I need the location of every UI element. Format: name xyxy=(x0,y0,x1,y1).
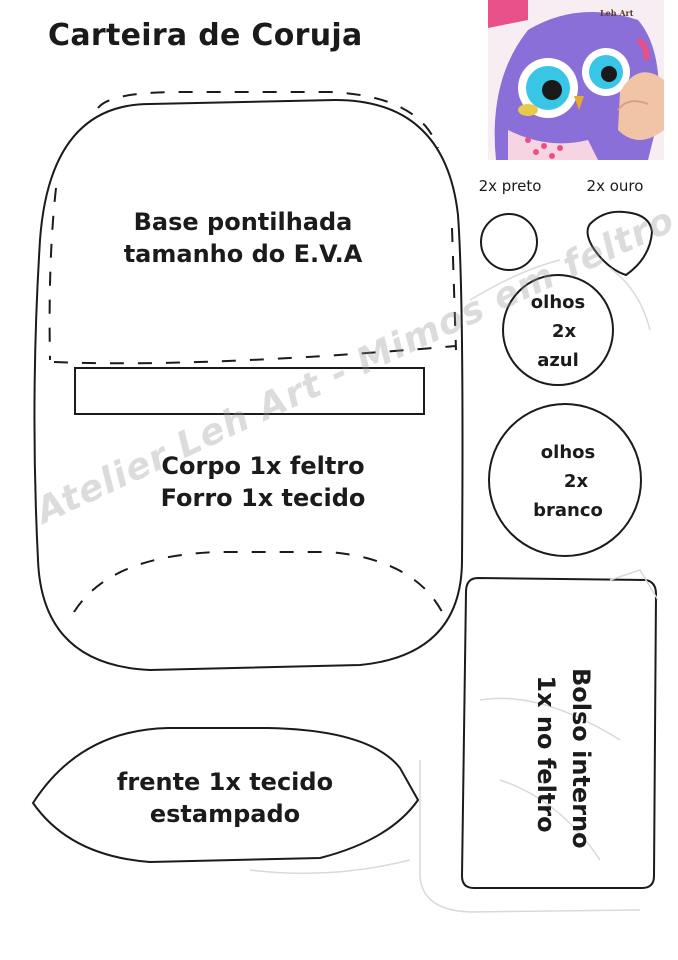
owl-wallet-image xyxy=(488,0,664,160)
gold-drop-shape xyxy=(586,210,654,277)
pupil-circle xyxy=(480,213,538,271)
lower-dashed-curve xyxy=(73,551,447,621)
white-eye-line3: branco xyxy=(533,500,603,522)
body-label-line2: Forro 1x tecido xyxy=(160,484,366,513)
body-label: Corpo 1x feltro Forro 1x tecido xyxy=(148,450,378,515)
slot-rectangle xyxy=(74,367,425,415)
white-eye-label: olhos 2x branco xyxy=(520,438,616,525)
white-eye-line2: 2x xyxy=(563,471,589,493)
blue-eye-line1: olhos xyxy=(530,292,586,313)
pocket-label: Bolso interno 1x no feltro xyxy=(512,668,598,849)
product-photo xyxy=(488,0,664,160)
body-piece-outline xyxy=(33,98,464,672)
base-dashed-right xyxy=(451,227,457,351)
front-label-line1: frente 1x tecido xyxy=(116,768,334,796)
blue-eye-line2: 2x xyxy=(551,321,577,343)
blue-eye-label: olhos 2x azul xyxy=(516,288,600,375)
base-dashed-top xyxy=(97,91,439,149)
front-piece-outline xyxy=(31,727,420,864)
pocket-label-line1: Bolso interno xyxy=(567,668,595,849)
blue-eye-circle xyxy=(502,274,614,386)
preto-label: 2x preto xyxy=(478,177,542,195)
base-dashed-bottom xyxy=(53,345,457,365)
base-label-line2: tamanho do E.V.A xyxy=(123,240,363,269)
pocket-label-line2: 1x no feltro xyxy=(532,675,561,833)
front-label-line2: estampado xyxy=(149,800,301,829)
ouro-label: 2x ouro xyxy=(586,177,644,195)
atelier-logo: Leh Art xyxy=(600,8,634,18)
page-title: Carteira de Coruja xyxy=(48,18,363,53)
front-label: frente 1x tecido estampado xyxy=(100,766,350,831)
white-eye-circle xyxy=(488,403,642,557)
blue-eye-line3: azul xyxy=(537,350,579,372)
body-label-line1: Corpo 1x feltro xyxy=(161,452,365,480)
base-dashed-left xyxy=(48,187,57,361)
white-eye-line1: olhos xyxy=(540,442,596,463)
base-label: Base pontilhada tamanho do E.V.A xyxy=(118,206,368,271)
base-label-line1: Base pontilhada xyxy=(133,208,353,236)
pocket-outline xyxy=(460,576,658,889)
